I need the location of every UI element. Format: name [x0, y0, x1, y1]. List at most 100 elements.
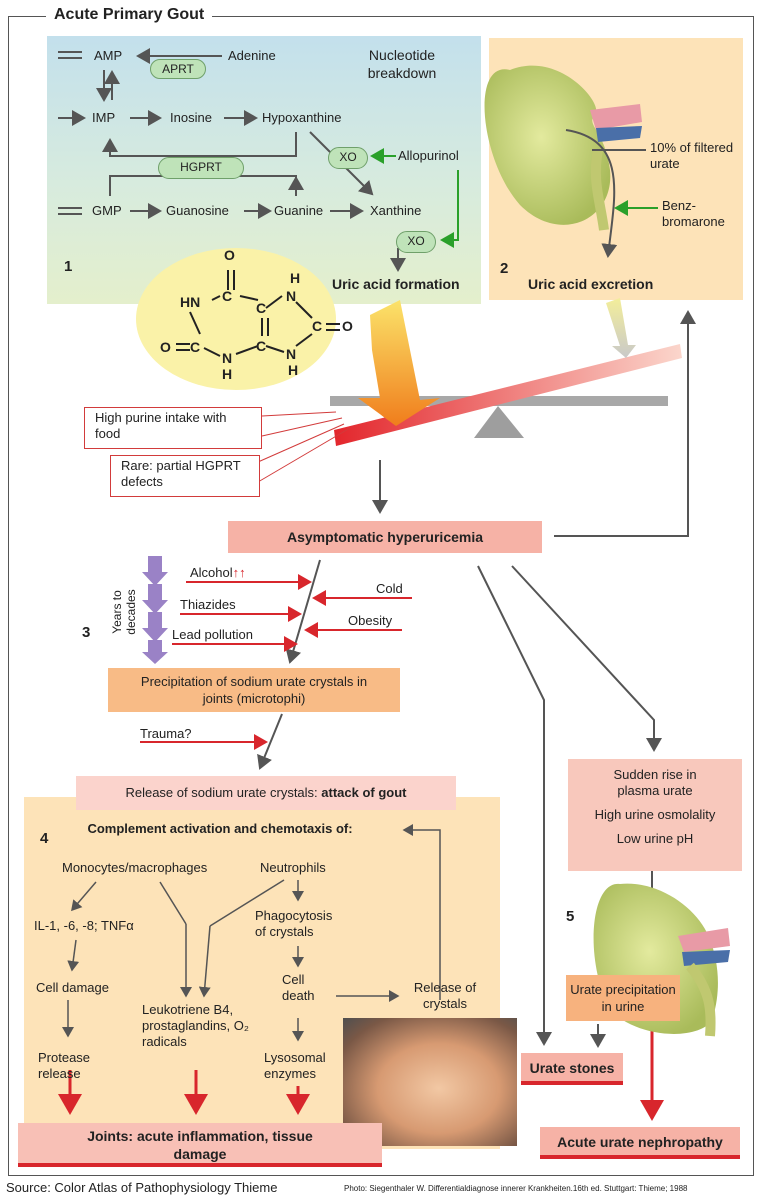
source-credit: Source: Color Atlas of Pathophysiology T… — [6, 1180, 278, 1195]
kidney-vessel-red — [590, 104, 642, 130]
joints-box: Joints: acute inflammation, tissue damag… — [18, 1123, 382, 1167]
years-arrows — [142, 556, 168, 664]
allopurinol-arrows — [370, 148, 459, 248]
xo-enzyme-2: XO — [396, 231, 436, 253]
allopurinol-label: Allopurinol — [398, 148, 459, 163]
atom-h-right-top: H — [290, 270, 301, 286]
complement-label: Complement activation and chemotaxis of: — [87, 821, 353, 836]
atom-c-top: C — [222, 288, 233, 304]
release-feedback-arrow — [402, 824, 441, 1000]
hyper-to-stones-arrow — [477, 565, 552, 1046]
guanosine-label: Guanosine — [166, 203, 229, 218]
alcohol-text: Alcohol — [190, 565, 233, 580]
high-osmolality-label: High urine osmolality — [594, 807, 716, 822]
outer-frame — [8, 16, 754, 1176]
release-crystals-box: Release of sodium urate crystals: attack… — [76, 776, 456, 810]
urate-nephropathy-box: Acute urate nephropathy — [540, 1127, 740, 1159]
ureter-top — [590, 149, 609, 231]
protease-release-label: Protease release — [38, 1050, 91, 1081]
hyper-to-precip-arrow — [285, 559, 321, 664]
kidney-vessel-blue — [596, 126, 642, 142]
panel-1-number: 1 — [64, 258, 73, 275]
nucleotide-arrows — [58, 48, 406, 272]
low-ph-label: Low urine pH — [616, 831, 694, 846]
atom-n-bottom-right: N — [286, 346, 297, 362]
atom-hn-left: HN — [180, 294, 201, 310]
precipitation-box: Precipitation of sodium urate crystals i… — [108, 668, 400, 712]
gmp-label: GMP — [92, 203, 122, 218]
excretion-input-arrow — [606, 298, 636, 358]
purine-intake-box: High purine intake with food — [84, 407, 262, 449]
photo-credit: Photo: Siegenthaler W. Differentialdiagn… — [344, 1184, 688, 1193]
interleukins-label: IL-1, -6, -8; TNFα — [34, 918, 134, 933]
atom-c-mid: C — [256, 338, 267, 354]
benzbromarone-label: Benz- bromarone — [662, 198, 725, 229]
balance-fulcrum — [474, 406, 524, 438]
uric-acid-excretion-label: Uric acid excretion — [528, 276, 654, 292]
sudden-rise-label: Sudden rise in plasma urate — [613, 767, 697, 798]
panel-5-number: 5 — [566, 908, 575, 925]
aprt-enzyme: APRT — [150, 59, 206, 79]
panel-3-number: 3 — [82, 624, 91, 641]
hyper-to-sudden-arrow — [511, 565, 662, 752]
neutrophils-label: Neutrophils — [260, 860, 326, 875]
cold-label: Cold — [376, 581, 403, 596]
ureter-bottom — [686, 962, 716, 1037]
atom-h-bottom: H — [222, 366, 233, 382]
alcohol-label: Alcohol↑↑ — [190, 565, 246, 581]
imp-label: IMP — [92, 110, 116, 125]
hgprt-upper-arrow — [102, 132, 297, 157]
xo-enzyme-1: XO — [328, 147, 368, 169]
alcohol-increase-marks: ↑↑ — [232, 565, 246, 580]
monocytes-label: Monocytes/macrophages — [62, 860, 208, 875]
uric-acid-formation-label: Uric acid formation — [332, 276, 460, 292]
lysosomal-enzymes-label: Lysosomal enzymes — [264, 1050, 326, 1081]
precipitation-text: Precipitation of sodium urate crystals i… — [140, 674, 368, 706]
input-connector-lines — [257, 411, 351, 483]
atom-n-bottom: N — [222, 350, 233, 366]
lead-pollution-label: Lead pollution — [172, 627, 253, 642]
adenine-label: Adenine — [228, 48, 276, 63]
feedback-arrow — [554, 310, 696, 537]
atom-c-eq: C — [312, 318, 323, 334]
balance-beam — [334, 344, 682, 446]
urate-precipitation-box: Urate precipitation in urine — [566, 975, 680, 1021]
kidney-bottom-vessel-blue — [682, 950, 730, 966]
amp-label: AMP — [94, 48, 123, 63]
hgprt-enzyme: HGPRT — [158, 157, 244, 179]
hgprt-lower-line — [109, 175, 297, 196]
cell-damage-label: Cell damage — [36, 980, 109, 995]
nucleotide-breakdown-heading: Nucleotide breakdown — [367, 47, 437, 81]
molecule-bonds — [176, 270, 340, 357]
years-to-decades-label: Years to decades — [110, 589, 138, 635]
atom-c-ring: C — [256, 300, 267, 316]
panel-4-number: 4 — [40, 830, 49, 847]
excretion-arrow — [565, 129, 618, 258]
kidney-top-shape — [484, 65, 611, 225]
formation-arrow — [358, 300, 440, 426]
xanthine-label: Xanthine — [370, 203, 422, 218]
atom-o-right: O — [342, 318, 353, 334]
attack-of-gout: attack of gout — [321, 785, 407, 800]
guanine-label: Guanine — [274, 203, 324, 218]
thiazides-label: Thiazides — [180, 597, 236, 612]
atom-o-left: O — [160, 339, 171, 355]
release-prefix: Release of sodium urate crystals: — [125, 785, 322, 800]
uric-acid-molecule-oval — [136, 248, 336, 390]
phagocytosis-label: Phagocytosis of crystals — [255, 908, 333, 939]
inosine-label: Inosine — [170, 110, 212, 125]
urate-stones-box: Urate stones — [521, 1053, 623, 1085]
atom-n-right-top: N — [286, 288, 297, 304]
atom-o-top: O — [224, 247, 235, 263]
cell-death-label: Cell death — [282, 972, 315, 1003]
filtered-urate-label: 10% of filtered urate — [650, 140, 734, 171]
joints-text: Joints: acute inflammation, tissue damag… — [87, 1128, 313, 1162]
precip-to-release-arrow — [257, 713, 283, 770]
release-of-crystals-label: Release of crystals — [413, 980, 477, 1011]
panel-2-number: 2 — [500, 260, 509, 277]
atom-h-bottom-right: H — [288, 362, 299, 378]
hgprt-defects-box: Rare: partial HGPRT defects — [110, 455, 260, 497]
atom-c-low: C — [190, 339, 201, 355]
obesity-label: Obesity — [348, 613, 393, 628]
